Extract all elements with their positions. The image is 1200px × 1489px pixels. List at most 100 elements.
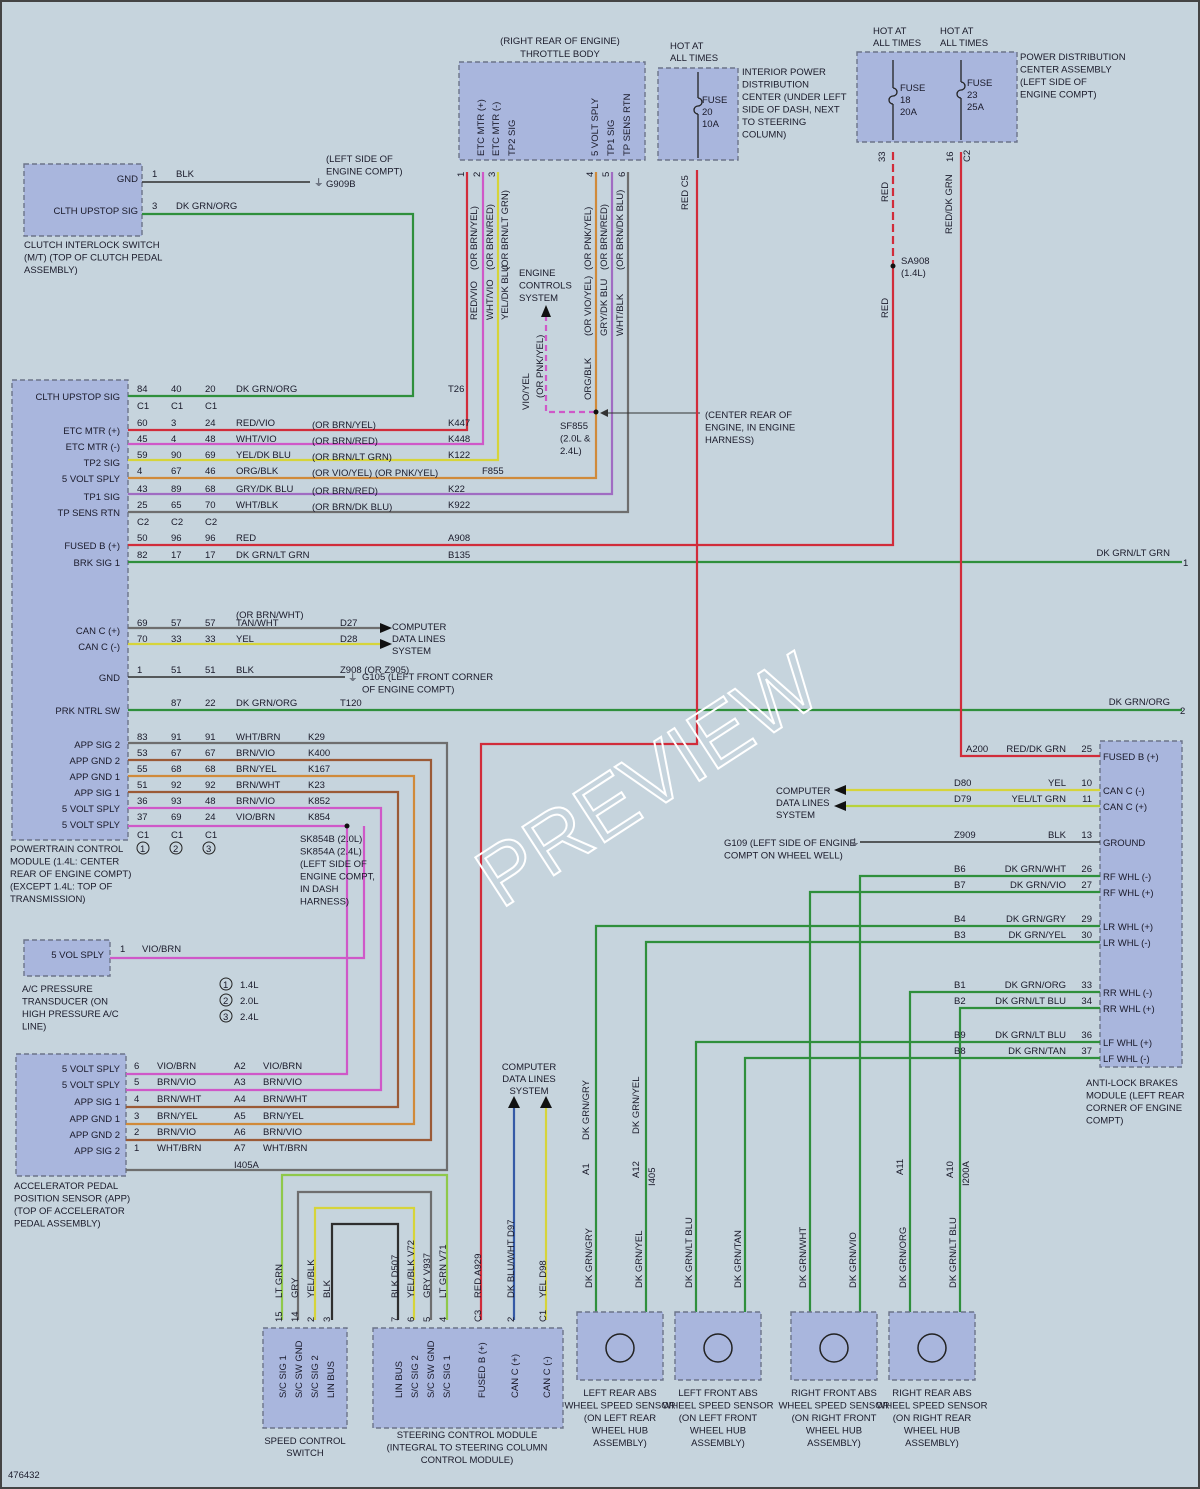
pin-number: A12 <box>631 1161 642 1178</box>
circuit-label: B1 <box>954 980 966 991</box>
ground-g105-label: OF ENGINE COMPT) <box>362 685 454 696</box>
wire-color: DK GRN/GRY <box>1006 914 1067 925</box>
wire-alt-color: (OR VIO/YEL) (OR PNK/YEL) <box>312 468 438 479</box>
pin-number: 26 <box>1081 864 1092 875</box>
wheel-sensor-box <box>674 1311 762 1381</box>
ecs-arrow-icon <box>541 305 551 317</box>
pin-number: 50 <box>137 533 148 544</box>
wire-color: DK GRN/GRY <box>581 1079 592 1140</box>
app-pin-label: APP SIG 1 <box>74 1097 120 1108</box>
pcm-pin-label: FUSED B (+) <box>64 541 120 552</box>
wire-color: DK GRN/LT BLU <box>995 996 1066 1007</box>
pin-number: 83 <box>137 732 148 743</box>
ground-g909b-label: (LEFT SIDE OF <box>326 154 393 165</box>
splice-sk854-label: IN DASH <box>300 884 339 895</box>
ac-transducer-label: LINE) <box>22 1022 46 1033</box>
wire-color: BRN/VIO <box>157 1127 196 1138</box>
wire-ac-5v <box>110 826 366 960</box>
wire-color: YEL <box>236 634 254 645</box>
pin-number: 45 <box>137 434 148 445</box>
arrow-icon <box>834 785 846 795</box>
wire-color: YEL <box>1048 778 1066 789</box>
wire-color: YEL/LT GRN <box>1011 794 1066 805</box>
pcm-pin-label: APP SIG 2 <box>74 740 120 751</box>
pin-number: 68 <box>205 764 216 775</box>
wire-color: LT GRN V71 <box>438 1244 449 1298</box>
wire-color: DK GRN/YEL <box>1008 930 1066 941</box>
offpage-number: 1 <box>1183 558 1188 569</box>
wire-color: (OR VIO/YEL) <box>583 276 594 336</box>
fuse-18-label: FUSE <box>900 83 925 94</box>
pin-number: 5 <box>601 172 612 177</box>
wire-color: DK GRN/VIO <box>848 1232 859 1288</box>
splice-sk854-label: ENGINE COMPT, <box>300 872 375 883</box>
tone-wheel-icon <box>819 1333 849 1363</box>
wire-color: GRY/DK BLU <box>599 278 610 336</box>
pin-number: 48 <box>205 434 216 445</box>
pin-number: 69 <box>171 812 182 823</box>
ground-icon: ⏚ <box>348 673 358 684</box>
pcm-pin-label: CLTH UPSTOP SIG <box>36 392 120 403</box>
pin-number: 10 <box>1081 778 1092 789</box>
fuse-23-label: FUSE <box>967 78 992 89</box>
pdc-hot-label: ALL TIMES <box>873 38 921 49</box>
splice-sk854-label: SK854B (2.0L) <box>300 834 362 845</box>
app-sensor-label: POSITION SENSOR (APP) <box>14 1194 130 1205</box>
pin-number: 5 <box>134 1077 139 1088</box>
wire-color: BLK <box>322 1279 333 1298</box>
circuit-label: T26 <box>448 384 464 395</box>
wire-alt-color: (OR BRN/WHT) <box>236 610 304 621</box>
wire-etc-mtr-plus <box>128 172 469 432</box>
wire-color: DK GRN/WHT <box>798 1227 809 1288</box>
clutch-pin-label: GND <box>117 174 138 185</box>
wire-color: DK GRN/ORG <box>236 384 297 395</box>
ac-transducer-label: HIGH PRESSURE A/C <box>22 1009 119 1020</box>
circuit-label: K448 <box>448 434 470 445</box>
wire-app-sig1 <box>126 790 400 1109</box>
clutch-switch-label: (M/T) (TOP OF CLUTCH PEDAL <box>24 253 162 264</box>
pin-number: 60 <box>137 418 148 429</box>
ground-g909b-label: G909B <box>326 179 356 190</box>
pdc-box <box>856 51 1018 143</box>
wire-color: BRN/WHT <box>157 1094 202 1105</box>
app-sensor-box <box>15 1053 127 1177</box>
abs-pin-label: LF WHL (+) <box>1103 1038 1152 1049</box>
wire-color: DK GRN/ORG <box>898 1227 909 1288</box>
pin-number: 43 <box>137 484 148 495</box>
scs-pin-label: LIN BUS <box>326 1361 337 1398</box>
pin-number: 40 <box>171 384 182 395</box>
wire-alt-color: (OR BRN/DK BLU) <box>312 502 392 513</box>
tone-wheel-icon <box>917 1333 947 1363</box>
splice-sf855-label: 2.4L) <box>560 446 582 457</box>
wire-rr-minus <box>908 990 1100 1312</box>
pin-number: 17 <box>205 550 216 561</box>
wire-alt-color: (OR BRN/RED) <box>599 204 610 270</box>
throttle-body-title: (RIGHT REAR OF ENGINE) <box>500 36 620 47</box>
wire-fused-b-abs <box>959 152 1100 758</box>
app-sensor-label: ACCELERATOR PEDAL <box>14 1181 118 1192</box>
abs-pin-label: FUSED B (+) <box>1103 752 1159 763</box>
pin-number: 16 <box>945 151 956 162</box>
splice-location-label: (CENTER REAR OF <box>705 410 792 421</box>
pdc-hot-label: HOT AT <box>873 26 907 37</box>
wire-color: DK GRN/LT BLU <box>995 1030 1066 1041</box>
abs-pin-label: CAN C (+) <box>1103 802 1147 813</box>
wire-color: BRN/VIO <box>263 1077 302 1088</box>
pin-number: 48 <box>205 796 216 807</box>
splice-sk854-label: SK854A (2.4L) <box>300 847 362 858</box>
pcm-pin-label: PRK NTRL SW <box>55 706 120 717</box>
wire-color: WHT/VIO <box>236 434 277 445</box>
wire-color: VIO/YEL <box>521 373 532 410</box>
wheel-sensor-box <box>790 1311 878 1381</box>
pcm-pin-label: 5 VOLT SPLY <box>62 820 121 831</box>
ground-g109-label: G109 (LEFT SIDE OF ENGINE <box>724 838 856 849</box>
fuse-18-label: 20A <box>900 107 918 118</box>
ecs-label: CONTROLS <box>519 281 572 292</box>
circuit-label: B7 <box>954 880 966 891</box>
pin-number: 27 <box>1081 880 1092 891</box>
wire-app-gnd1 <box>126 774 416 1126</box>
wire-alt-color: (OR BRN/RED) <box>312 436 378 447</box>
wire-color: GRY <box>290 1277 301 1298</box>
pin-number: 33 <box>877 151 888 162</box>
